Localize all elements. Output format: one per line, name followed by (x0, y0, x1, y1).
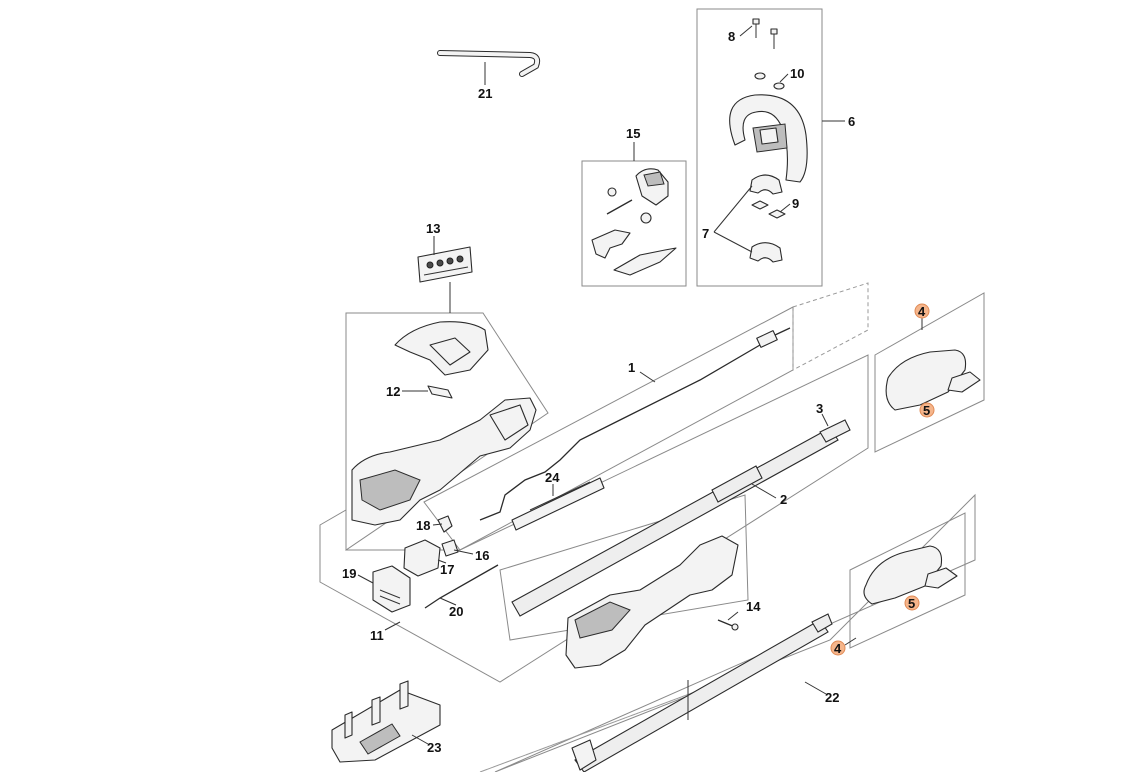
callout-23: 23 (427, 740, 441, 755)
callout-2: 2 (780, 492, 787, 507)
part-switch-19 (372, 565, 411, 613)
part-screw-14 (717, 619, 739, 631)
part-shaft-2-3 (511, 419, 851, 617)
callout-11: 11 (370, 628, 384, 643)
frame-handle-kit (696, 8, 823, 287)
part-nuts-10 (754, 72, 785, 90)
callout-5-lower-marker (904, 595, 920, 611)
callout-10: 10 (790, 66, 804, 81)
callout-3: 3 (816, 401, 823, 416)
callout-21: 21 (478, 86, 492, 101)
callout-1: 1 (628, 360, 635, 375)
part-clamps-7 (749, 174, 783, 263)
part-holder-23 (331, 680, 441, 763)
part-shaft-housing (565, 535, 739, 669)
assembly-frames (319, 8, 985, 772)
callout-4-upper-marker (914, 303, 930, 319)
parts (331, 18, 981, 772)
callout-17: 17 (440, 562, 454, 577)
part-rod-21 (437, 50, 541, 77)
callout-16: 16 (475, 548, 489, 563)
callout-12: 12 (386, 384, 400, 399)
part-wire-20 (424, 564, 499, 609)
callout-24: 24 (545, 470, 560, 485)
callout-18: 18 (416, 518, 430, 533)
part-screws-8 (752, 18, 778, 49)
callout-6: 6 (848, 114, 855, 129)
frame-housing-upper (345, 312, 549, 551)
callout-5-upper-marker (919, 402, 935, 418)
frame-grip-upper (874, 292, 985, 453)
frame-grip-lower (849, 512, 966, 649)
part-cable-1 (479, 327, 791, 521)
part-clip-12 (427, 385, 453, 399)
callout-4-lower: 4 (834, 641, 842, 656)
part-housing-body (351, 397, 537, 526)
callout-14: 14 (746, 599, 761, 614)
part-bar-24 (511, 477, 605, 531)
part-lever-18 (437, 515, 453, 533)
leader-lines (357, 25, 923, 745)
part-trigger-15 (591, 168, 677, 276)
part-label-13 (417, 246, 473, 283)
callout-15: 15 (626, 126, 640, 141)
frame-cable-dashed (792, 282, 869, 371)
frame-extension (494, 493, 976, 772)
callout-22: 22 (825, 690, 839, 705)
callout-8: 8 (728, 29, 735, 44)
callout-9: 9 (792, 196, 799, 211)
part-housing-cover (394, 321, 489, 376)
part-extension-22 (571, 613, 833, 772)
callout-13: 13 (426, 221, 440, 236)
callout-4-upper: 4 (918, 304, 926, 319)
callout-4-lower-marker (830, 640, 846, 656)
part-nuts-9 (751, 200, 786, 219)
part-bracket-16-17 (403, 539, 459, 577)
callout-19: 19 (342, 566, 356, 581)
callout-7: 7 (702, 226, 709, 241)
callout-5-lower: 5 (908, 596, 915, 611)
callout-20: 20 (449, 604, 463, 619)
callouts: 21 8 10 6 7 9 15 13 12 1 3 2 24 18 16 17… (342, 29, 935, 755)
part-grip-lower (863, 545, 958, 605)
callout-5-upper: 5 (923, 403, 930, 418)
frame-assembly-11 (319, 354, 869, 683)
part-grip-upper (885, 349, 981, 411)
part-loop-handle-6 (729, 94, 808, 183)
